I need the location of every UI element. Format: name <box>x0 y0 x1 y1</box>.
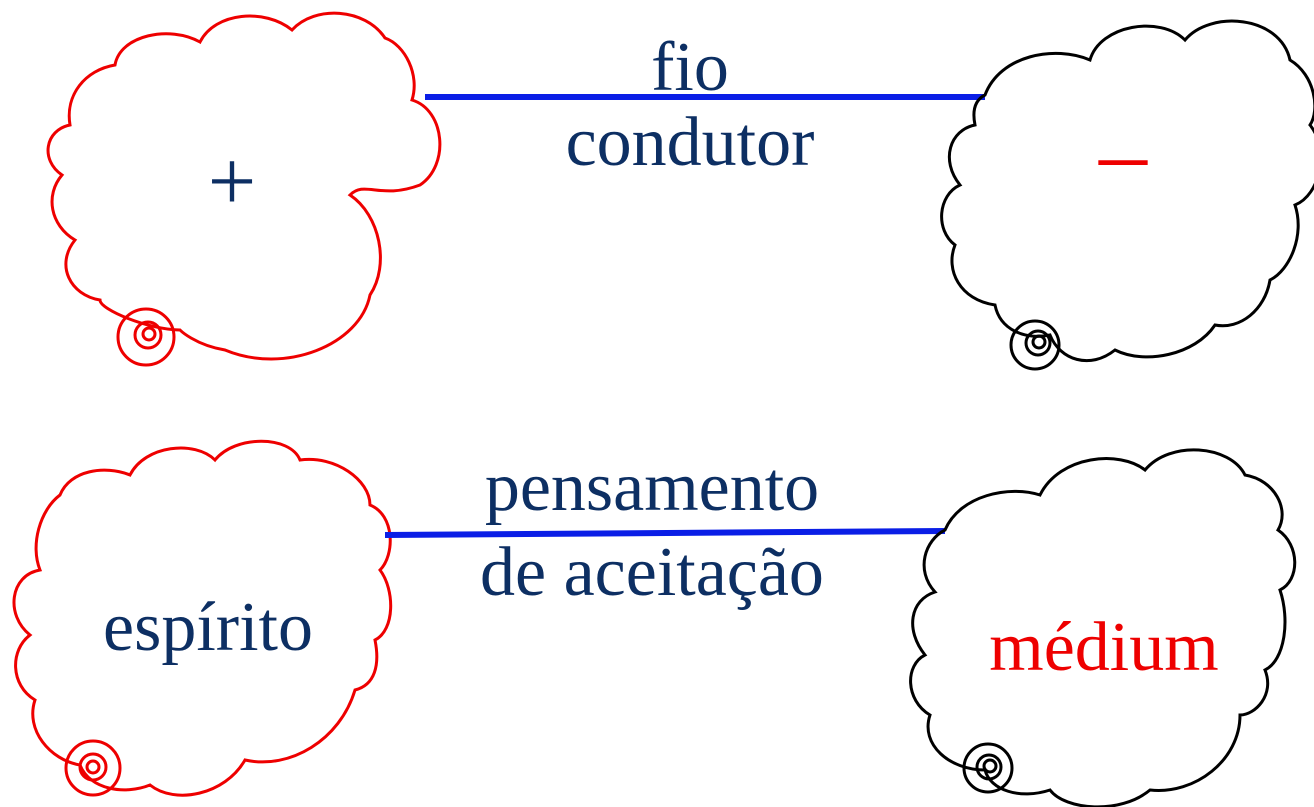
medium-cloud-bubble-mid <box>975 753 1003 781</box>
thought-label-line1: pensamento <box>485 449 819 526</box>
medium-cloud <box>909 448 1297 807</box>
medium-cloud-bubble-inner <box>982 758 998 774</box>
negative-cloud <box>940 19 1314 371</box>
spirit-cloud-outline <box>12 439 393 797</box>
positive-sign-label: + <box>208 133 257 229</box>
positive-cloud-bubble-mid <box>133 320 163 350</box>
negative-cloud-bubble-outer <box>1009 319 1061 371</box>
wire-label-line1: fio <box>651 29 729 106</box>
spirit-cloud-bubble-outer <box>64 739 122 797</box>
negative-cloud-bubble-mid <box>1024 329 1052 357</box>
thought-label-line2: de aceitação <box>480 534 824 611</box>
medium-cloud-bubble-outer <box>962 742 1014 794</box>
positive-cloud-bubble-outer <box>116 307 176 367</box>
spirit-cloud-bubble-inner <box>85 759 101 775</box>
spirit-cloud <box>12 439 393 797</box>
positive-cloud-outline <box>46 11 442 361</box>
negative-cloud-outline <box>940 19 1314 363</box>
positive-cloud <box>46 11 442 367</box>
negative-sign-label: – <box>1098 99 1148 206</box>
wire-label-line2: condutor <box>566 104 815 181</box>
medium-cloud-outline <box>909 448 1297 807</box>
positive-cloud-bubble-inner <box>141 326 157 342</box>
negative-cloud-bubble-inner <box>1031 334 1047 350</box>
medium-label: médium <box>989 609 1218 686</box>
spirit-label: espírito <box>103 589 313 666</box>
thought-connector <box>384 528 946 538</box>
spirit-cloud-bubble-mid <box>78 752 108 782</box>
